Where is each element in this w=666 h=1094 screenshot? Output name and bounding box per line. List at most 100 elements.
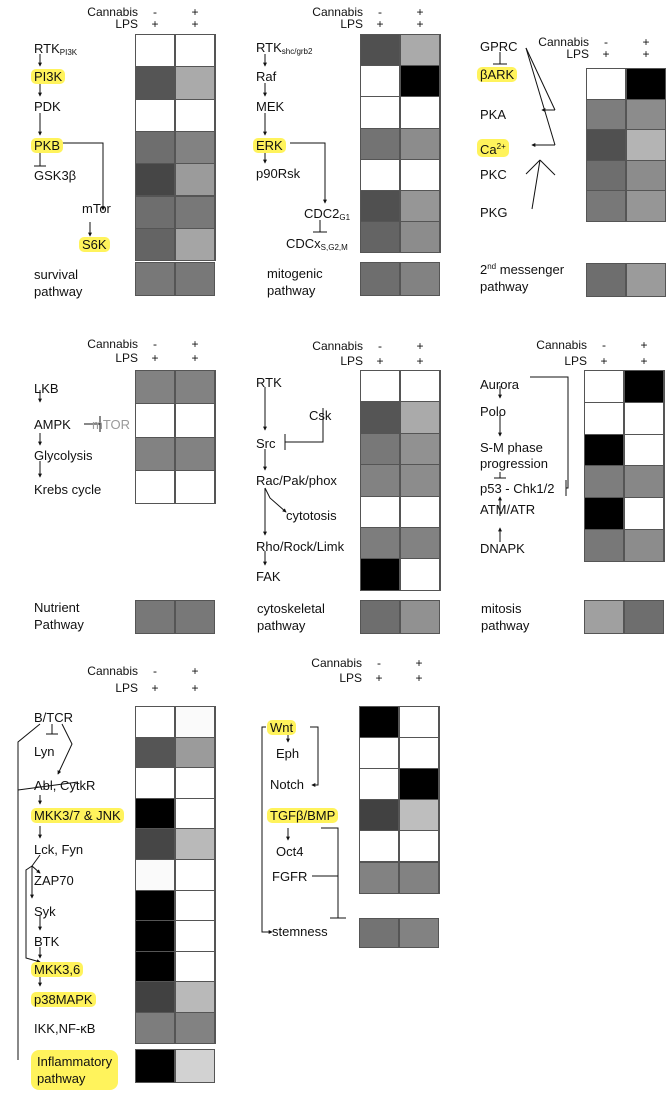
label-text: ZAP70 bbox=[34, 873, 74, 888]
inflammatory-sign-plus: + bbox=[191, 664, 199, 678]
second_messenger-label: βARK bbox=[477, 67, 518, 82]
inflammatory-sign-minus: - bbox=[153, 664, 157, 678]
stemness-heatmap-cell bbox=[359, 737, 399, 770]
cytoskeletal-heatmap-cell bbox=[360, 558, 400, 591]
label-text: Rac/Pak/phox bbox=[256, 473, 337, 488]
inflammatory-heatmap-cell bbox=[175, 859, 215, 891]
label-text: GSK3β bbox=[34, 168, 77, 183]
second-messenger-connectors bbox=[493, 47, 556, 210]
stemness-sign-plus: + bbox=[415, 656, 423, 670]
label-text: DNAPK bbox=[480, 541, 525, 556]
label-text: cytotosis bbox=[286, 508, 337, 523]
mitogenic-label: RTKshc/grb2 bbox=[256, 40, 312, 59]
mitogenic-heatmap-cell bbox=[400, 127, 440, 160]
mitogenic-heatmap-cell bbox=[400, 221, 440, 254]
stemness-pathway-cell bbox=[399, 918, 439, 948]
label-text: p53 - Chk1/2 bbox=[480, 481, 555, 496]
label-subscript: G1 bbox=[339, 213, 351, 222]
inflammatory-label: ZAP70 bbox=[34, 873, 74, 888]
second_messenger-heatmap-cell bbox=[586, 190, 626, 222]
inflammatory-heatmap-cell bbox=[175, 981, 215, 1013]
pathway-label-line: mitogenic bbox=[267, 266, 323, 281]
label-text: mTor bbox=[82, 201, 111, 216]
second_messenger-heatmap-cell bbox=[586, 159, 626, 192]
mitogenic-label: CDC2G1 bbox=[304, 206, 350, 225]
mitosis-label: Aurora bbox=[480, 377, 519, 392]
label-text: S-M phase bbox=[480, 440, 543, 455]
survival-label: PI3K bbox=[31, 69, 66, 84]
cytoskeletal-heatmap-cell bbox=[400, 495, 440, 528]
mitosis-heatmap-cell bbox=[624, 370, 664, 403]
inflammatory-heatmap-cell bbox=[175, 950, 215, 983]
label-text: Syk bbox=[34, 904, 56, 919]
inflammatory-label: MKK3/7 & JNK bbox=[31, 808, 124, 823]
inflammatory-label: MKK3,6 bbox=[31, 962, 84, 977]
cytoskeletal-label: Csk bbox=[309, 408, 331, 423]
cytoskeletal-sign-plus: + bbox=[416, 339, 424, 353]
mitogenic-heatmap-cell bbox=[360, 190, 400, 223]
cytoskeletal-label: cytotosis bbox=[286, 508, 337, 523]
label-text: Lyn bbox=[34, 744, 55, 759]
label-text: Krebs cycle bbox=[34, 482, 102, 497]
cytoskeletal-label: Src bbox=[256, 436, 276, 451]
stemness-heatmap-cell bbox=[399, 861, 439, 894]
inflammatory-heatmap-cell bbox=[175, 797, 215, 830]
inflammatory-heatmap-cell bbox=[135, 950, 175, 983]
stemness-label: TGFβ/BMP bbox=[267, 808, 339, 823]
stemness-header-lps: LPS bbox=[339, 671, 362, 685]
second_messenger-sign-plus: + bbox=[602, 47, 610, 61]
mitosis-label: ATM/ATR bbox=[480, 502, 535, 517]
mitogenic-heatmap-cell bbox=[360, 221, 400, 254]
pathway-label-line: pathway bbox=[267, 283, 316, 298]
second_messenger-heatmap-cell bbox=[626, 129, 666, 161]
label-text: S6K bbox=[82, 237, 107, 252]
survival-heatmap-cell bbox=[175, 163, 215, 197]
mitogenic-label: MEK bbox=[256, 99, 284, 114]
pathway-label-line: Pathway bbox=[34, 617, 84, 632]
nutrient-header-lps: LPS bbox=[115, 351, 138, 365]
mitogenic-heatmap-cell bbox=[400, 34, 440, 67]
mitogenic-pathway-cell bbox=[360, 262, 400, 296]
inflammatory-sign-plus: + bbox=[151, 681, 159, 695]
label-text: βARK bbox=[480, 67, 515, 82]
nutrient-sign-minus: - bbox=[153, 337, 157, 351]
cytoskeletal-heatmap-cell bbox=[400, 401, 440, 434]
inflammatory-heatmap-cell bbox=[135, 889, 175, 922]
label-text: AMPK bbox=[34, 417, 71, 432]
inflammatory-heatmap-cell bbox=[135, 981, 175, 1013]
inflammatory-label: BTK bbox=[34, 934, 59, 949]
nutrient-connectors bbox=[38, 390, 101, 478]
mitosis-heatmap-cell bbox=[584, 370, 624, 403]
cytoskeletal-pathway-cell bbox=[360, 600, 400, 634]
mitogenic-pathway-cell bbox=[400, 262, 440, 296]
stemness-heatmap-cell bbox=[359, 861, 399, 894]
nutrient-heatmap-cell bbox=[135, 403, 175, 438]
second_messenger-label: PKC bbox=[480, 167, 507, 182]
pathway-label-line: 2nd messenger bbox=[480, 258, 564, 278]
inflammatory-heatmap-cell bbox=[135, 797, 175, 830]
mitosis-label: p53 - Chk1/2 bbox=[480, 481, 554, 496]
label-text: CDC2 bbox=[304, 206, 340, 221]
cytoskeletal-heatmap-cell bbox=[360, 495, 400, 528]
survival-label: S6K bbox=[79, 237, 110, 252]
survival-heatmap-cell bbox=[135, 163, 175, 197]
nutrient-label: mTOR bbox=[92, 417, 130, 432]
mitogenic-heatmap-cell bbox=[360, 65, 400, 98]
survival-label: GSK3β bbox=[34, 168, 76, 183]
pathway-label-line: mitosis bbox=[481, 601, 522, 616]
label-text: PDK bbox=[34, 99, 61, 114]
survival-heatmap-cell bbox=[135, 130, 175, 165]
label-text: Lck, Fyn bbox=[34, 842, 84, 857]
nutrient-label: Glycolysis bbox=[34, 448, 93, 463]
label-text: MEK bbox=[256, 99, 285, 114]
mitosis-sign-plus: + bbox=[600, 354, 608, 368]
cytoskeletal-header-cannabis: Cannabis bbox=[312, 339, 363, 353]
survival-heatmap-cell bbox=[175, 66, 215, 100]
label-text: RTK bbox=[34, 41, 60, 56]
label-text: RTK bbox=[256, 375, 282, 390]
second_messenger-heatmap-cell bbox=[626, 159, 666, 192]
mitogenic-label: p90Rsk bbox=[256, 166, 300, 181]
